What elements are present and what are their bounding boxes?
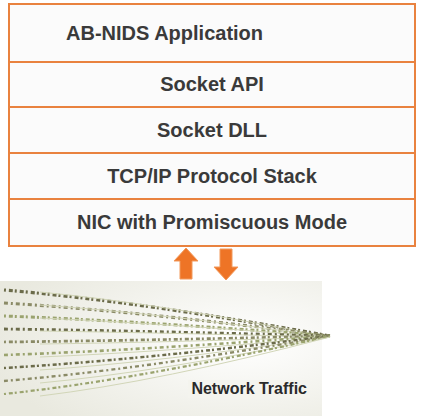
layer-label: NIC with Promiscuous Mode bbox=[77, 211, 347, 234]
layer-box: AB-NIDS Application bbox=[8, 3, 416, 63]
layer-box: TCP/IP Protocol Stack bbox=[8, 152, 416, 200]
binary-stream bbox=[4, 303, 330, 336]
layer-box: Socket API bbox=[8, 61, 416, 108]
stream-trail bbox=[40, 318, 330, 337]
binary-stream bbox=[4, 290, 330, 336]
layer-label: Socket DLL bbox=[157, 119, 267, 142]
layer-box: NIC with Promiscuous Mode bbox=[8, 198, 416, 247]
binary-stream bbox=[4, 316, 330, 336]
stream-trail bbox=[40, 337, 330, 370]
binary-stream bbox=[4, 329, 330, 336]
traffic-label: Network Traffic bbox=[188, 380, 310, 398]
layer-label: AB-NIDS Application bbox=[66, 22, 263, 45]
layer-box: Socket DLL bbox=[8, 106, 416, 154]
block-arrow bbox=[214, 249, 238, 280]
traffic-region: Network Traffic bbox=[0, 281, 322, 416]
layer-label: TCP/IP Protocol Stack bbox=[107, 165, 317, 188]
binary-stream bbox=[4, 336, 330, 381]
block-arrow bbox=[174, 248, 198, 279]
layer-label: Socket API bbox=[160, 73, 264, 96]
stream-trail bbox=[40, 337, 330, 383]
